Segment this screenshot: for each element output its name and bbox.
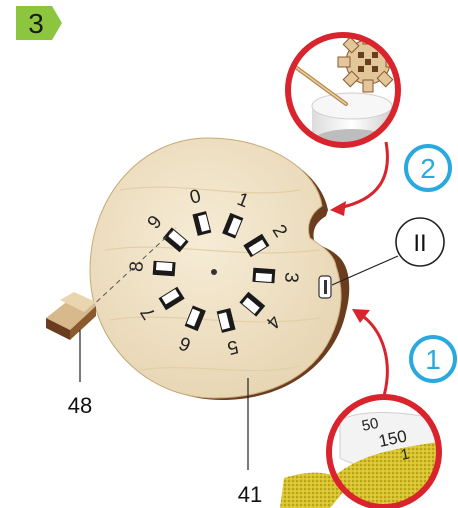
svg-text:1: 1 — [425, 344, 441, 375]
glue-inset — [286, 32, 398, 155]
callout-2: 2 — [406, 146, 450, 190]
dial-slot — [153, 261, 176, 277]
part-label-disc: 41 — [238, 482, 262, 507]
arrow-to-notch-edge — [352, 309, 387, 396]
step-number: 3 — [28, 8, 44, 39]
arrow-to-top-edge — [330, 142, 387, 216]
dial-digit: 3 — [280, 271, 302, 283]
detail-callout: II — [332, 218, 444, 285]
step-badge: 3 — [16, 6, 62, 40]
dial-slot — [252, 268, 275, 284]
part-label-peg: 48 — [68, 393, 92, 418]
disc-center-hole — [211, 269, 217, 275]
callout-1: 1 — [411, 337, 455, 381]
sandpaper-inset: 50 150 1 — [280, 397, 450, 508]
detail-label: II — [413, 230, 426, 257]
svg-text:2: 2 — [420, 153, 436, 184]
